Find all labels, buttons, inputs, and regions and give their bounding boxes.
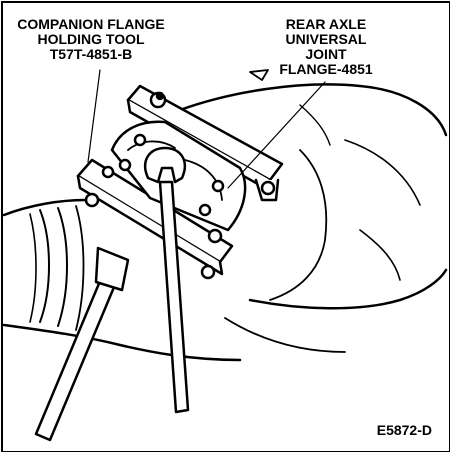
flange-label-line-1: REAR AXLE bbox=[285, 16, 367, 32]
figure-id: E5872-D bbox=[376, 422, 432, 438]
ratchet-handle bbox=[34, 246, 130, 442]
flange-label-line-2: UNIVERSAL bbox=[285, 31, 367, 47]
axle-housing bbox=[178, 69, 448, 353]
tool-label-line-2: HOLDING TOOL bbox=[37, 31, 145, 47]
rear-axle-flange-label: REAR AXLE UNIVERSAL JOINT FLANGE-4851 bbox=[266, 17, 386, 77]
flange-label-line-4: FLANGE-4851 bbox=[279, 61, 373, 77]
flange-label-line-3: JOINT bbox=[305, 46, 347, 62]
axle-tube bbox=[2, 198, 242, 362]
tool-label-line-3: T57T-4851-B bbox=[49, 46, 133, 62]
companion-flange-holding-tool-label: COMPANION FLANGE HOLDING TOOL T57T-4851-… bbox=[6, 17, 176, 62]
tool-label-line-1: COMPANION FLANGE bbox=[17, 16, 165, 32]
leader-lines bbox=[87, 69, 326, 189]
wrench bbox=[143, 146, 190, 414]
